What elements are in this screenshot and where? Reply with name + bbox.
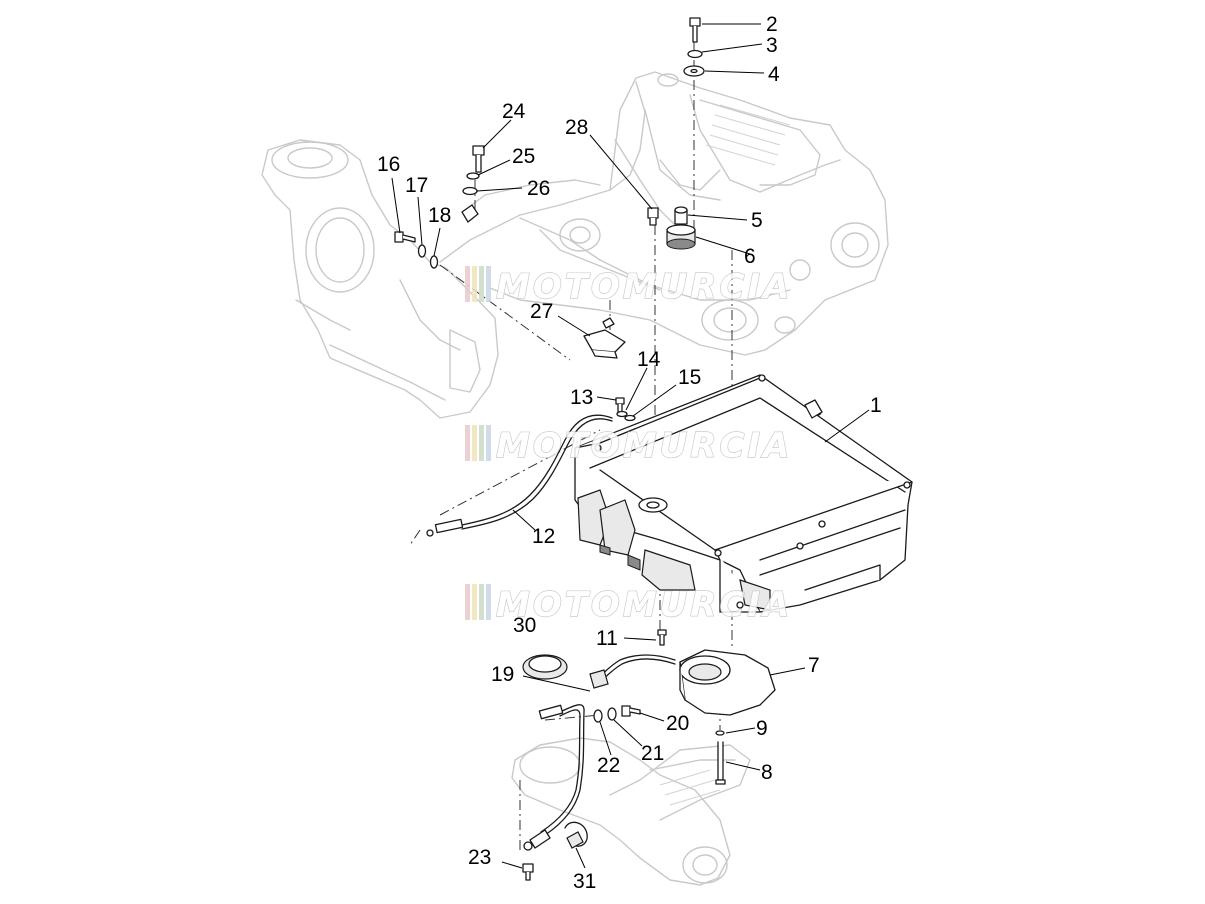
bolt-part-2 — [689, 17, 701, 43]
callout-28: 28 — [565, 116, 588, 139]
watermarks: MOTOMURCIA MOTOMURCIA MOTOMURCIA — [465, 266, 792, 626]
screw-part-13 — [615, 397, 625, 413]
callout-12: 12 — [532, 525, 555, 548]
watermark-logo: MOTOMURCIA — [465, 425, 792, 467]
washer-part-9 — [715, 730, 725, 736]
watermark-stripe — [486, 425, 491, 461]
control-unit-part-1 — [574, 374, 913, 613]
callout-4: 4 — [768, 63, 780, 86]
watermark-stripe — [472, 425, 477, 461]
screw-part-28 — [647, 207, 659, 226]
callout-26: 26 — [527, 177, 550, 200]
washer-part-17 — [417, 244, 427, 258]
watermark-logo: MOTOMURCIA — [465, 266, 792, 308]
callout-3: 3 — [766, 34, 778, 57]
callout-8: 8 — [761, 761, 773, 784]
callout-13: 13 — [570, 386, 593, 409]
callout-17: 17 — [405, 174, 428, 197]
callout-9: 9 — [756, 717, 768, 740]
watermark-stripe — [486, 584, 491, 620]
callout-1: 1 — [870, 394, 882, 417]
watermark-logo: MOTOMURCIA — [465, 584, 792, 626]
parts — [394, 17, 913, 881]
callout-31: 31 — [573, 870, 596, 893]
spacer-part-5 — [674, 206, 688, 225]
callout-2: 2 — [766, 13, 778, 36]
callout-15: 15 — [678, 366, 701, 389]
nut-part-18 — [429, 255, 439, 269]
callout-23: 23 — [468, 846, 491, 869]
watermark-text: MOTOMURCIA — [496, 426, 792, 466]
watermark-stripe — [465, 425, 470, 461]
screw-part-11 — [657, 629, 667, 646]
watermark-stripe — [479, 266, 484, 302]
watermark-stripe — [479, 425, 484, 461]
ghost-swingarm — [511, 737, 751, 886]
watermark-stripe — [465, 584, 470, 620]
watermark-text: MOTOMURCIA — [496, 267, 792, 307]
callouts: 2 3 4 24 28 25 16 17 26 18 5 6 27 14 15 … — [377, 13, 882, 893]
washer-part-26 — [462, 186, 478, 196]
washer-part-3 — [687, 49, 703, 59]
watermark-stripe — [472, 266, 477, 302]
callout-21: 21 — [641, 742, 664, 765]
bolt-part-16 — [394, 231, 416, 243]
bolt-part-23 — [522, 863, 534, 881]
watermark-stripe — [472, 584, 477, 620]
watermark-text: MOTOMURCIA — [496, 585, 792, 625]
callout-16: 16 — [377, 153, 400, 176]
ghost-frame — [261, 71, 889, 419]
bracket-part-27 — [583, 317, 626, 359]
bolt-part-24 — [472, 145, 485, 173]
washer-part-21 — [607, 707, 617, 721]
callout-6: 6 — [744, 245, 756, 268]
callout-30: 30 — [513, 614, 536, 637]
washer-part-15 — [624, 414, 636, 422]
cable-part-12 — [426, 414, 613, 537]
callout-20: 20 — [666, 712, 689, 735]
sensor-part-7 — [589, 649, 776, 716]
callout-5: 5 — [751, 209, 763, 232]
watermark-stripe — [465, 266, 470, 302]
grommet-part-30 — [522, 654, 568, 680]
callout-18: 18 — [428, 204, 451, 227]
bolt-part-8 — [715, 741, 726, 785]
washer-part-14 — [616, 410, 628, 418]
callout-27: 27 — [530, 300, 553, 323]
callout-7: 7 — [808, 654, 820, 677]
callout-22: 22 — [597, 754, 620, 777]
watermark-stripe — [479, 584, 484, 620]
washer-part-25 — [466, 172, 480, 180]
washer-part-4 — [683, 65, 705, 77]
callout-25: 25 — [512, 145, 535, 168]
callout-24: 24 — [502, 100, 526, 123]
callout-19: 19 — [491, 663, 514, 686]
cable-part-19 — [523, 704, 585, 851]
callout-14: 14 — [637, 348, 661, 371]
washer-part-22 — [593, 709, 603, 723]
clip-part-31 — [564, 821, 588, 849]
watermark-stripe — [486, 266, 491, 302]
callout-11: 11 — [596, 627, 618, 650]
rubber-mount-part-6 — [666, 224, 696, 250]
bolt-part-20 — [621, 705, 641, 717]
